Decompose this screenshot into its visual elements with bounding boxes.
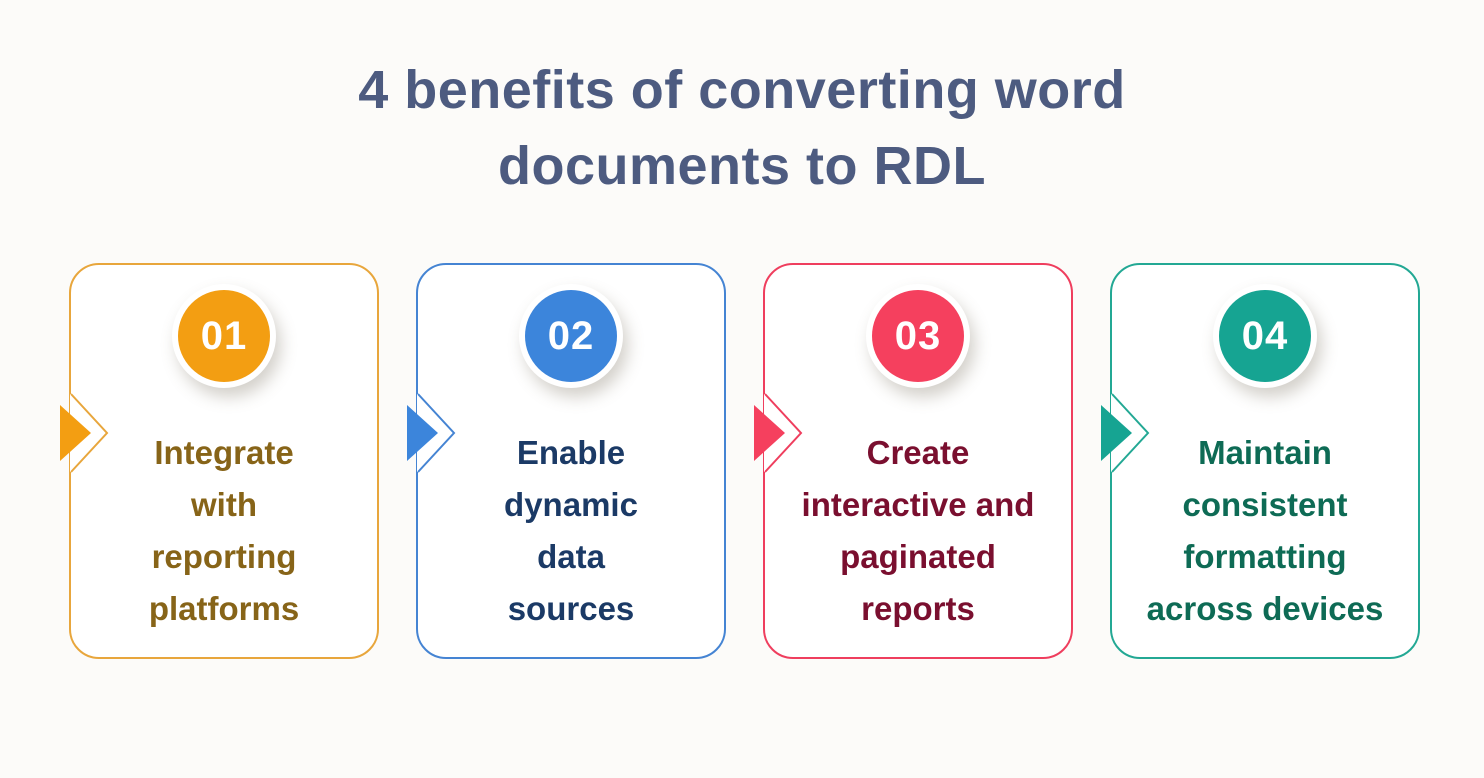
benefit-text-1: Integrate with reporting platforms bbox=[148, 434, 300, 627]
arrow-fill bbox=[1101, 405, 1132, 461]
benefits-row: 01 Integrate with reporting platforms 02 bbox=[60, 263, 1420, 659]
benefit-card-4: 04 Maintain consistent formatting across… bbox=[1101, 263, 1420, 659]
step-badge-1: 01 bbox=[172, 284, 276, 388]
chevron-right-arrow-icon bbox=[407, 393, 456, 473]
step-number-3: 03 bbox=[894, 313, 942, 358]
arrow-fill bbox=[754, 405, 785, 461]
step-badge-3: 03 bbox=[866, 284, 970, 388]
chevron-right-arrow-icon bbox=[1101, 393, 1150, 473]
step-number-2: 02 bbox=[547, 313, 595, 358]
benefit-text-3: Create interactive and paginated reports bbox=[801, 434, 1035, 627]
arrow-fill bbox=[60, 405, 91, 461]
benefit-card-1: 01 Integrate with reporting platforms bbox=[60, 263, 379, 659]
step-number-1: 01 bbox=[200, 313, 248, 358]
step-badge-4: 04 bbox=[1213, 284, 1317, 388]
step-badge-2: 02 bbox=[519, 284, 623, 388]
arrow-fill bbox=[407, 405, 438, 461]
benefit-text-4: Maintain consistent formatting across de… bbox=[1146, 434, 1384, 627]
benefit-card-2: 02 Enable dynamic data sources bbox=[407, 263, 726, 659]
benefit-text-2: Enable dynamic data sources bbox=[504, 434, 638, 627]
step-circle-2: 02 bbox=[525, 290, 617, 382]
step-circle-4: 04 bbox=[1219, 290, 1311, 382]
chevron-right-arrow-icon bbox=[60, 393, 109, 473]
step-circle-1: 01 bbox=[178, 290, 270, 382]
step-circle-3: 03 bbox=[872, 290, 964, 382]
step-number-4: 04 bbox=[1241, 313, 1289, 358]
page-title: 4 benefits of converting word documents … bbox=[358, 60, 1126, 196]
benefit-card-3: 03 Create interactive and paginated repo… bbox=[754, 263, 1073, 659]
chevron-right-arrow-icon bbox=[754, 393, 803, 473]
